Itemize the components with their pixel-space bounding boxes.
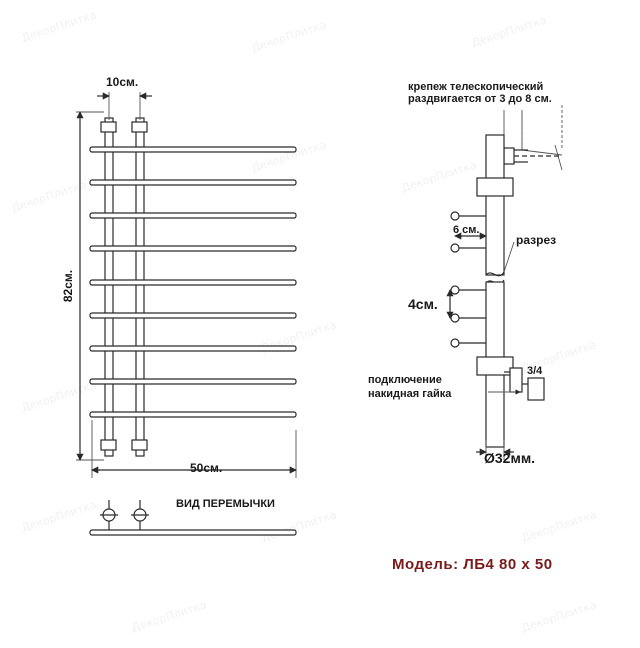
- dimension-10cm: [97, 92, 152, 120]
- collector-clamp-bottom: [476, 356, 514, 376]
- label-diameter: Ø32мм.: [484, 450, 536, 466]
- label-connection-line1: подключение: [368, 374, 442, 386]
- label-connection-line2: накидная гайка: [368, 388, 452, 400]
- side-view: [446, 105, 563, 460]
- dimension-diameter: [476, 440, 514, 460]
- horizontal-bar: [89, 345, 297, 352]
- label-thread: 3/4: [527, 365, 543, 377]
- top-right-bracket: [131, 121, 148, 133]
- top-left-bracket: [100, 121, 117, 133]
- thread-fitting: [527, 377, 545, 401]
- collector-cut: [485, 271, 505, 277]
- telescopic-bracket: [503, 110, 560, 165]
- horizontal-bar: [89, 179, 297, 186]
- horizontal-bar: [89, 378, 297, 385]
- label-10cm: 10см.: [106, 75, 139, 89]
- label-telescopic-line2: раздвигается от 3 до 8 см.: [408, 93, 552, 105]
- front-view: [76, 92, 297, 478]
- label-6cm: 6 см.: [453, 224, 480, 236]
- jumper-bar: [89, 529, 297, 536]
- horizontal-bar: [89, 146, 297, 153]
- horizontal-bar: [89, 411, 297, 418]
- horizontal-bar: [89, 279, 297, 286]
- label-82cm: 82см.: [61, 269, 76, 303]
- dimension-50cm: [91, 420, 297, 478]
- bottom-left-bracket: [100, 439, 117, 451]
- label-jumper-view: ВИД ПЕРЕМЫЧКИ: [176, 498, 275, 510]
- label-4cm: 4см.: [408, 296, 438, 312]
- wall: [521, 105, 563, 171]
- jumper-view: [89, 500, 297, 536]
- horizontal-bars: [89, 146, 297, 418]
- collector-clamp-top: [476, 177, 514, 197]
- collector-top: [485, 134, 505, 276]
- left-vertical-pipe: [104, 117, 114, 457]
- horizontal-bar: [89, 245, 297, 252]
- label-50cm: 50см.: [190, 461, 223, 475]
- label-cut: разрез: [516, 233, 557, 247]
- bottom-right-bracket: [131, 439, 148, 451]
- connection-nut: [488, 367, 545, 401]
- right-vertical-pipe: [135, 117, 145, 457]
- vertical-pipes: [100, 117, 148, 457]
- vertical-collector: [476, 134, 514, 448]
- model-title: Модель: ЛБ4 80 х 50: [392, 556, 553, 573]
- label-telescopic-line1: крепеж телескопический: [408, 81, 544, 93]
- dimension-82cm: [76, 111, 104, 461]
- union-nut: [509, 367, 523, 393]
- horizontal-bar: [89, 212, 297, 219]
- cut-leader: [503, 241, 515, 273]
- horizontal-bar: [89, 312, 297, 319]
